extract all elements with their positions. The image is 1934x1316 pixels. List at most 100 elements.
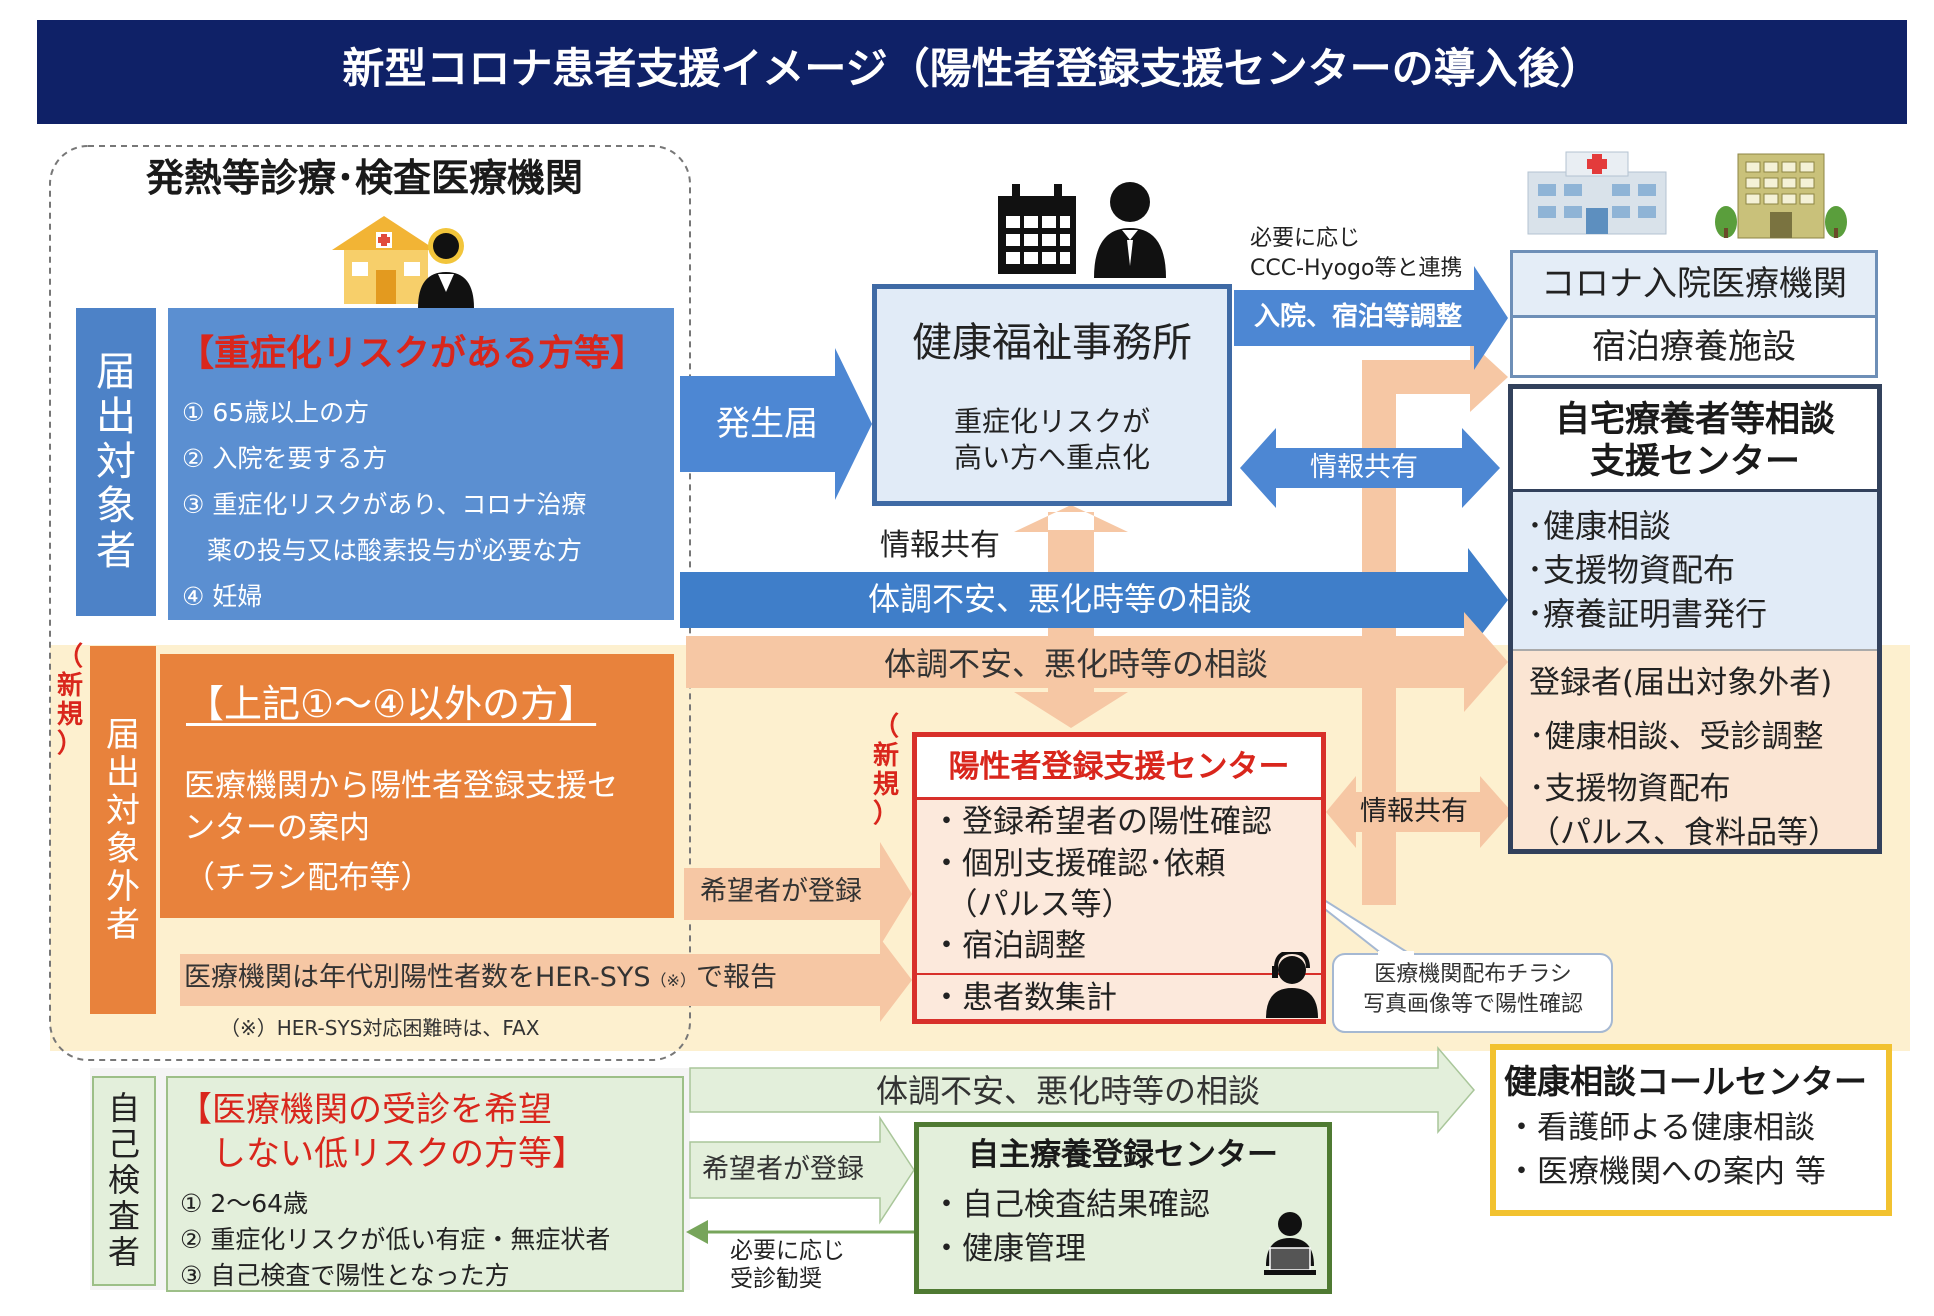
low-risk-list: ① 2～64歳 ② 重症化リスクが低い有症・無症状者 ③ 自己検査で陽性となった… [180, 1186, 610, 1294]
registered-title: 登録者(届出対象外者) [1529, 665, 1833, 701]
speech-bubble-line-2: 写真画像等で陽性確認 [1362, 992, 1583, 1017]
high-risk-item: ① 65歳以上の方 [182, 398, 370, 427]
self-care-center-list: ・自己検査結果確認 ・健康管理 [931, 1183, 1210, 1271]
home-center-services: ･健康相談 ･支援物資配布 ･療養証明書発行 [1513, 489, 1877, 649]
self-care-center-title: 自主療養登録センター [968, 1137, 1278, 1173]
positive-center-item: （パルス等） [931, 887, 1133, 923]
home-center-registered: 登録者(届出対象外者) ･健康相談、受診調整 ･支援物資配布 （パルス、食料品等… [1513, 649, 1877, 851]
low-risk-item: ② 重症化リスクが低い有症・無症状者 [180, 1225, 611, 1254]
consult-arrow-1-label: 体調不安、悪化時等の相談 [868, 580, 1253, 618]
info-share-vertical-arrow [1014, 505, 1128, 532]
low-risk-heading-2: しない低リスクの方等】 [178, 1134, 586, 1174]
registered-item: ･健康相談、受診調整 [1529, 719, 1824, 755]
title-bar [37, 20, 1907, 124]
hospital-adjust-label: 入院、宿泊等調整 [1254, 302, 1463, 332]
consult-arrow-2-label: 体調不安、悪化時等の相談 [884, 645, 1269, 683]
health-office-sub-1: 重症化リスクが [953, 405, 1150, 438]
self-care-center-item: ・自己検査結果確認 [931, 1187, 1210, 1223]
calendar-icon [998, 184, 1076, 274]
register-arrow-1-label: 希望者が登録 [700, 876, 862, 907]
high-risk-box: 【重症化リスクがある方等】 ① 65歳以上の方 ② 入院を要する方 ③ 重症化リ… [168, 308, 674, 620]
info-share-vertical-head-down [1014, 692, 1128, 728]
health-office-sub-2: 高い方へ重点化 [953, 441, 1150, 474]
speech-bubble-line-1: 医療機関配布チラシ [1374, 962, 1572, 987]
high-risk-list: ① 65歳以上の方 ② 入院を要する方 ③ 重症化リスクがあり、コロナ治療 薬の… [182, 390, 586, 620]
consult-arrow-2 [686, 612, 1508, 712]
fever-clinic-group [49, 145, 691, 1061]
ccc-note-1: 必要に応じ [1250, 226, 1361, 251]
positive-center-item: ・宿泊調整 [931, 928, 1086, 964]
positive-center-bottom: ・患者数集計 [917, 973, 1321, 1019]
report-footnote: （※）HER-SYS対応困難時は、FAX [220, 1016, 540, 1040]
register-arrow-2 [689, 1115, 915, 1225]
info-share-label-2: 情報共有 [880, 528, 1000, 563]
notification-target-label: 届出対象者 [76, 308, 156, 616]
notification-arrow-label: 発生届 [716, 404, 818, 444]
register-arrow-1 [684, 842, 912, 946]
registered-item: ･支援物資配布 [1529, 771, 1731, 807]
hospital-line-2: 宿泊療養施設 [1592, 327, 1796, 367]
home-center-item: ･健康相談 [1527, 507, 1672, 545]
non-target-label: 届出対象外者 [90, 646, 156, 1014]
report-label-note: （※） [650, 971, 696, 990]
register-arrow-2-label: 希望者が登録 [702, 1154, 864, 1185]
hospital-line-1: コロナ入院医療機関 [1513, 253, 1875, 318]
low-risk-box: 【医療機関の受診を希望 しない低リスクの方等】 ① 2～64歳 ② 重症化リスク… [166, 1076, 684, 1292]
low-risk-item: ③ 自己検査で陽性となった方 [180, 1261, 510, 1290]
speech-bubble [1332, 953, 1613, 1033]
low-risk-heading-1: 【医療機関の受診を希望 [178, 1090, 552, 1130]
others-line: ンターの案内 [184, 810, 370, 846]
self-care-center-item: ・健康管理 [931, 1231, 1086, 1267]
info-share-arrow-3 [1326, 776, 1512, 848]
recommend-arrow-head [686, 1220, 708, 1244]
page-title: 新型コロナ患者支援イメージ（陽性者登録支援センターの導入後） [342, 44, 1602, 93]
home-center-title-1: 自宅療養者等相談 [1554, 400, 1835, 440]
hospital-icon [1527, 151, 1667, 235]
registered-item: （パルス、食料品等） [1529, 815, 1839, 851]
ccc-note-2: CCC-Hyogo等と連携 [1250, 256, 1463, 281]
recommend-note-2: 受診勧奨 [730, 1266, 822, 1292]
report-arrow [180, 938, 912, 1022]
clinic-with-doctor-icon [332, 216, 474, 308]
home-center-item: ･療養証明書発行 [1527, 595, 1768, 633]
self-test-label: 自己検査者 [92, 1076, 156, 1286]
high-risk-item: ③ 重症化リスクがあり、コロナ治療 [182, 490, 587, 519]
others-line: （チラシ配布等） [184, 860, 432, 896]
home-center-title-2: 支援センター [1589, 442, 1800, 482]
laptop-user-icon [1264, 1212, 1316, 1275]
home-center-item: ･支援物資配布 [1527, 551, 1736, 589]
high-risk-item: 薬の投与又は酸素投与が必要な方 [182, 536, 583, 565]
hospital-adjust-arrow [1234, 266, 1508, 370]
positive-center-list: ・登録希望者の陽性確認 ・個別支援確認･依頼 （パルス等） ・宿泊調整 [931, 801, 1272, 967]
operator-headset-icon [1266, 952, 1318, 1018]
report-arrow-label: 医療機関は年代別陽性者数をHER-SYS（※）で報告 [184, 962, 777, 994]
info-share-arrow-1 [1240, 428, 1500, 508]
others-box: 【上記①～④以外の方】 医療機関から陽性者登録支援セ ンターの案内 （チラシ配布… [160, 654, 674, 918]
pale-l-arrow-horizontal [1362, 360, 1472, 394]
call-center-item: ・医療機関への案内 等 [1506, 1154, 1826, 1190]
info-share-label-3: 情報共有 [1360, 796, 1468, 827]
report-label-end: で報告 [695, 962, 777, 993]
call-center-box: 健康相談コールセンター ・看護師よる健康相談 ・医療機関への案内 等 [1490, 1044, 1892, 1216]
health-office-box: 健康福祉事務所 重症化リスクが 高い方へ重点化 [872, 284, 1232, 506]
new-mark-center: （新規） [872, 711, 899, 830]
others-line: 医療機関から陽性者登録支援セ [184, 768, 618, 804]
new-mark-left: （新規） [56, 641, 83, 760]
high-risk-item: ② 入院を要する方 [182, 444, 388, 473]
lodging-facility-icon [1715, 153, 1847, 239]
notification-arrow [680, 348, 872, 500]
call-center-list: ・看護師よる健康相談 ・医療機関への案内 等 [1506, 1106, 1826, 1194]
positive-center-title: 陽性者登録支援センター [917, 737, 1321, 800]
home-center-list: ･健康相談 ･支援物資配布 ･療養証明書発行 [1527, 504, 1767, 636]
positive-center-item: ・個別支援確認･依頼 [931, 846, 1226, 882]
low-risk-item: ① 2～64歳 [180, 1189, 309, 1218]
consult-arrow-3 [689, 1045, 1475, 1135]
home-care-center-box: 自宅療養者等相談 支援センター ･健康相談 ･支援物資配布 ･療養証明書発行 登… [1508, 384, 1882, 854]
registered-list: ･健康相談、受診調整 ･支援物資配布 （パルス、食料品等） [1529, 711, 1839, 851]
report-label-text: 医療機関は年代別陽性者数をHER-SYS [184, 962, 651, 993]
info-share-label-1: 情報共有 [1310, 452, 1418, 483]
others-heading: 【上記①～④以外の方】 [186, 682, 597, 726]
positive-center-item: ・登録希望者の陽性確認 [931, 804, 1272, 840]
self-care-center-box: 自主療養登録センター ・自己検査結果確認 ・健康管理 [914, 1122, 1332, 1294]
